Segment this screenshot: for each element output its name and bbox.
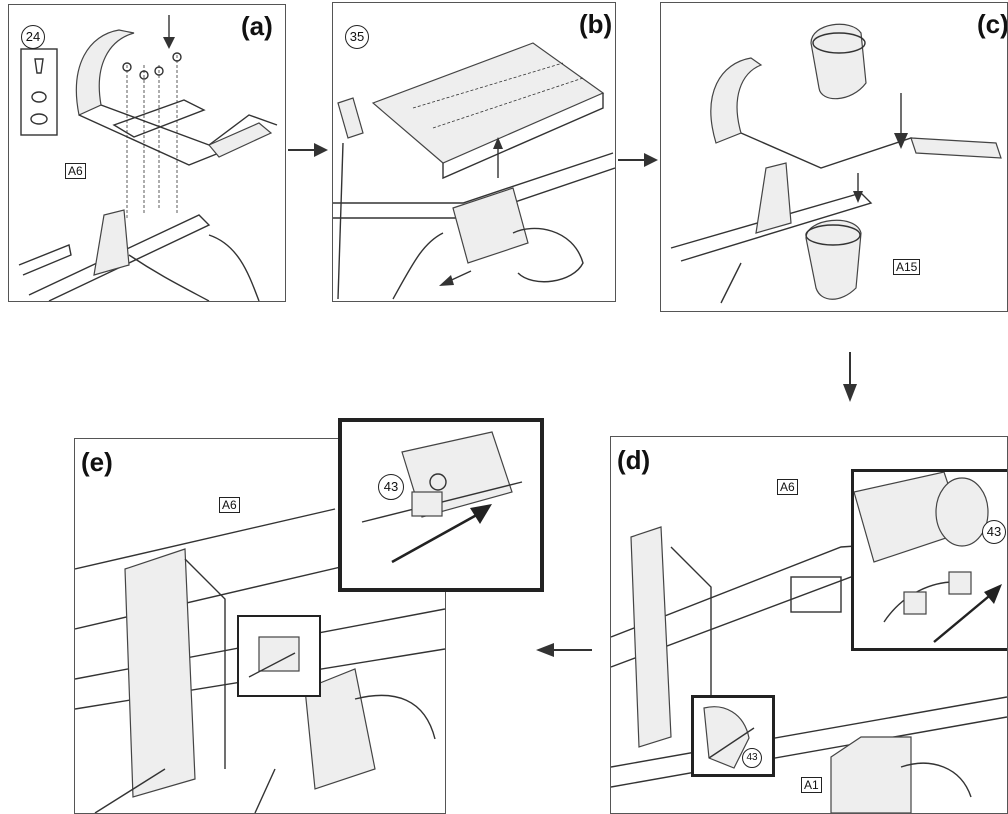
part-callout: A1 <box>801 777 822 793</box>
panel-c: (c) A15 <box>660 2 1008 312</box>
arrow-right-icon <box>618 153 658 167</box>
panel-label: (c) <box>977 9 1008 39</box>
detail-inset-small <box>237 615 321 697</box>
part-number-circle: 43 <box>742 748 762 768</box>
panel-a-drawing <box>18 15 278 301</box>
panel-a: 24 (a) A6 <box>8 4 286 302</box>
inset-drawing <box>854 472 1002 643</box>
panel-b-drawing <box>333 42 615 300</box>
panel-d-drawing <box>611 526 1007 813</box>
panel-b: 35 (b) <box>332 2 616 302</box>
part-number-circle: 35 <box>345 25 369 49</box>
arrow-right-icon <box>288 143 328 157</box>
part-number-circle: 43 <box>982 520 1006 544</box>
panel-label: (a) <box>241 11 273 41</box>
arrow-left-icon <box>536 643 592 657</box>
panel-e-detail-inset-large: 43 <box>338 418 544 592</box>
detail-inset-small: 43 <box>691 695 775 777</box>
inset-drawing <box>703 706 755 769</box>
inset-drawing <box>248 636 300 678</box>
panel-label: (e) <box>81 447 113 477</box>
panel-label: (d) <box>617 445 651 475</box>
part-callout: A6 <box>219 497 240 513</box>
arrow-down-icon <box>843 352 857 402</box>
inset-drawing <box>361 431 523 564</box>
part-number-circle: 43 <box>378 474 404 500</box>
panel-d: 43 43 (d) A6 A1 <box>610 436 1008 814</box>
part-callout: A6 <box>777 479 798 495</box>
part-number-circle: 24 <box>21 25 45 49</box>
detail-inset-large: 43 <box>851 469 1007 651</box>
part-callout: A6 <box>65 163 86 179</box>
panel-label: (b) <box>579 9 613 39</box>
panel-c-drawing <box>670 23 1002 304</box>
part-callout: A15 <box>893 259 921 275</box>
